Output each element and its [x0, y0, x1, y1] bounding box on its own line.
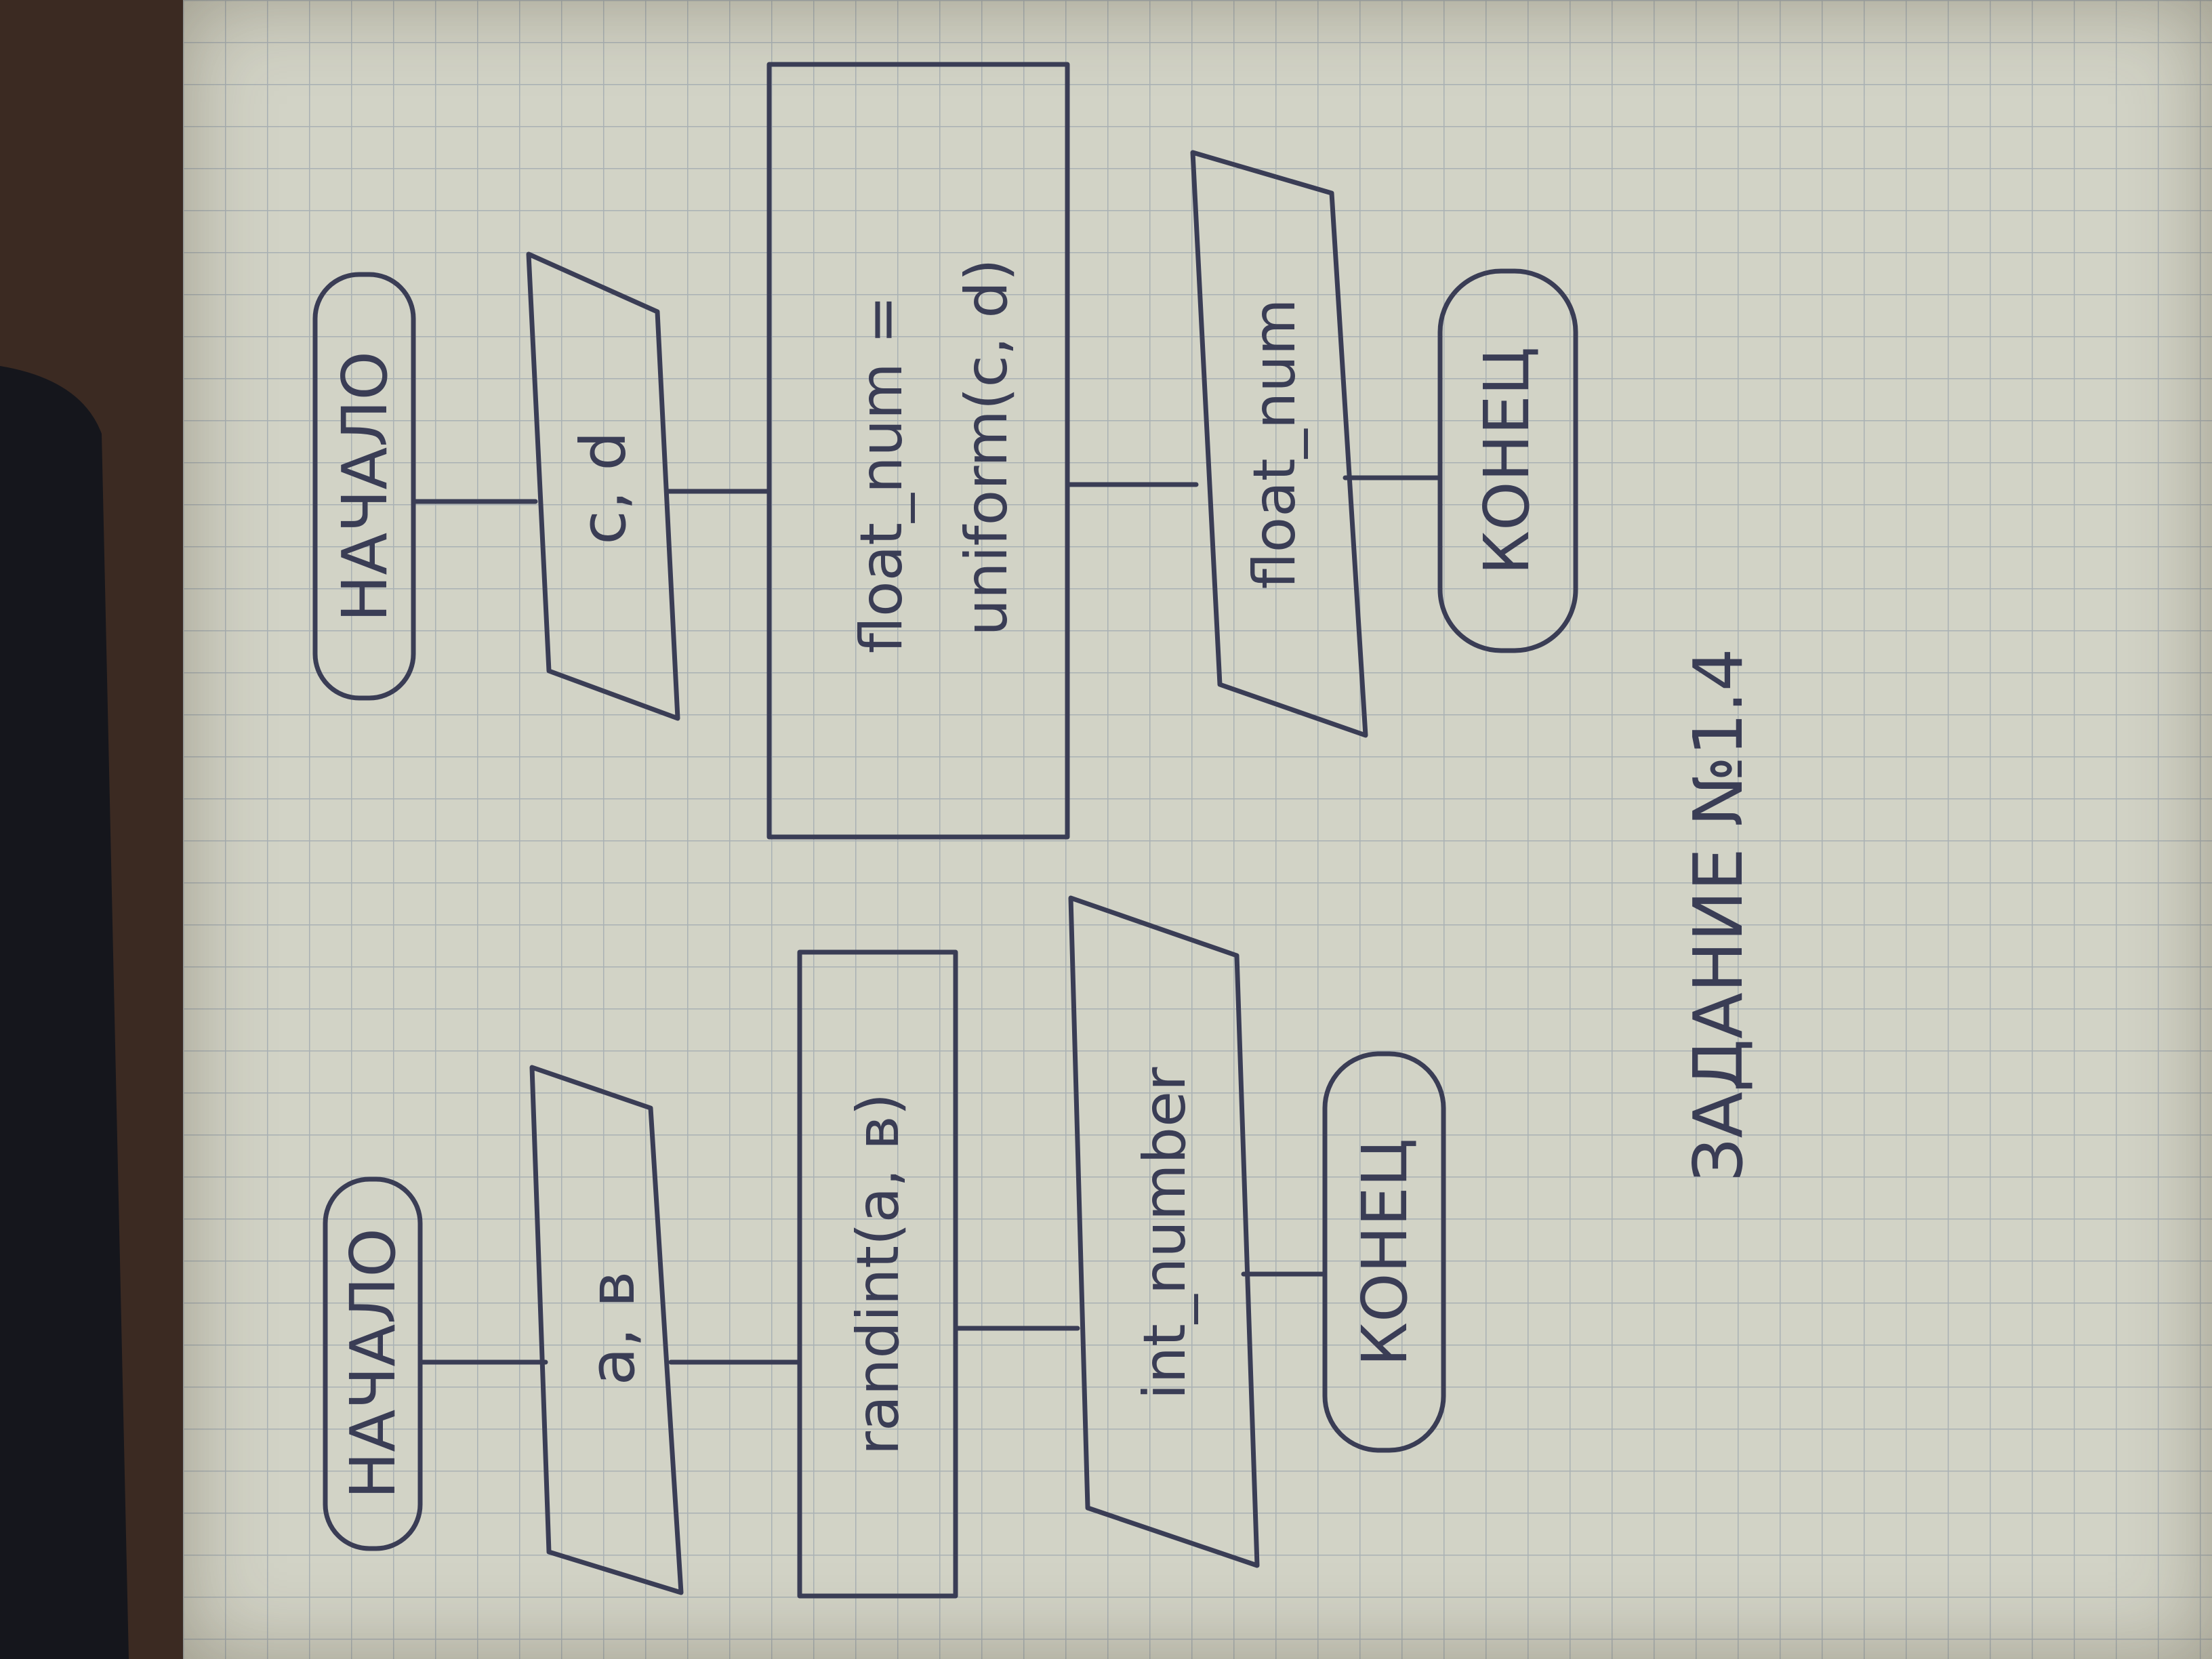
- output-shape-right: [1190, 150, 1368, 738]
- process-shape-left: [797, 949, 958, 1599]
- input-label-right: c, d: [567, 431, 640, 544]
- input-label-left: a, в: [576, 1271, 649, 1385]
- process-shape-right: [766, 62, 1070, 840]
- process-label-right-line2: uniform(c, d): [953, 258, 1021, 636]
- process-label-right-line1: float_num =: [848, 295, 916, 653]
- terminal-end-left: [1322, 1051, 1446, 1453]
- output-label-right: float_num: [1241, 299, 1309, 590]
- terminal-start-left: [323, 1176, 423, 1551]
- input-shape-right: [526, 251, 680, 721]
- output-label-left: int_number: [1131, 1067, 1199, 1399]
- start-label-right: НАЧАЛО: [329, 351, 401, 622]
- dark-object: [0, 366, 129, 1659]
- start-label-left: НАЧАЛО: [337, 1228, 409, 1499]
- end-label-right: КОНЕЦ: [1471, 347, 1543, 575]
- output-shape-left: [1068, 895, 1260, 1568]
- end-label-left: КОНЕЦ: [1349, 1139, 1421, 1366]
- process-label-left: randint(a, в): [844, 1093, 912, 1455]
- input-shape-left: [529, 1065, 684, 1595]
- task-caption: ЗАДАНИЕ №1.4: [1679, 648, 1758, 1181]
- terminal-end-right: [1437, 268, 1578, 653]
- terminal-start-right: [312, 272, 416, 701]
